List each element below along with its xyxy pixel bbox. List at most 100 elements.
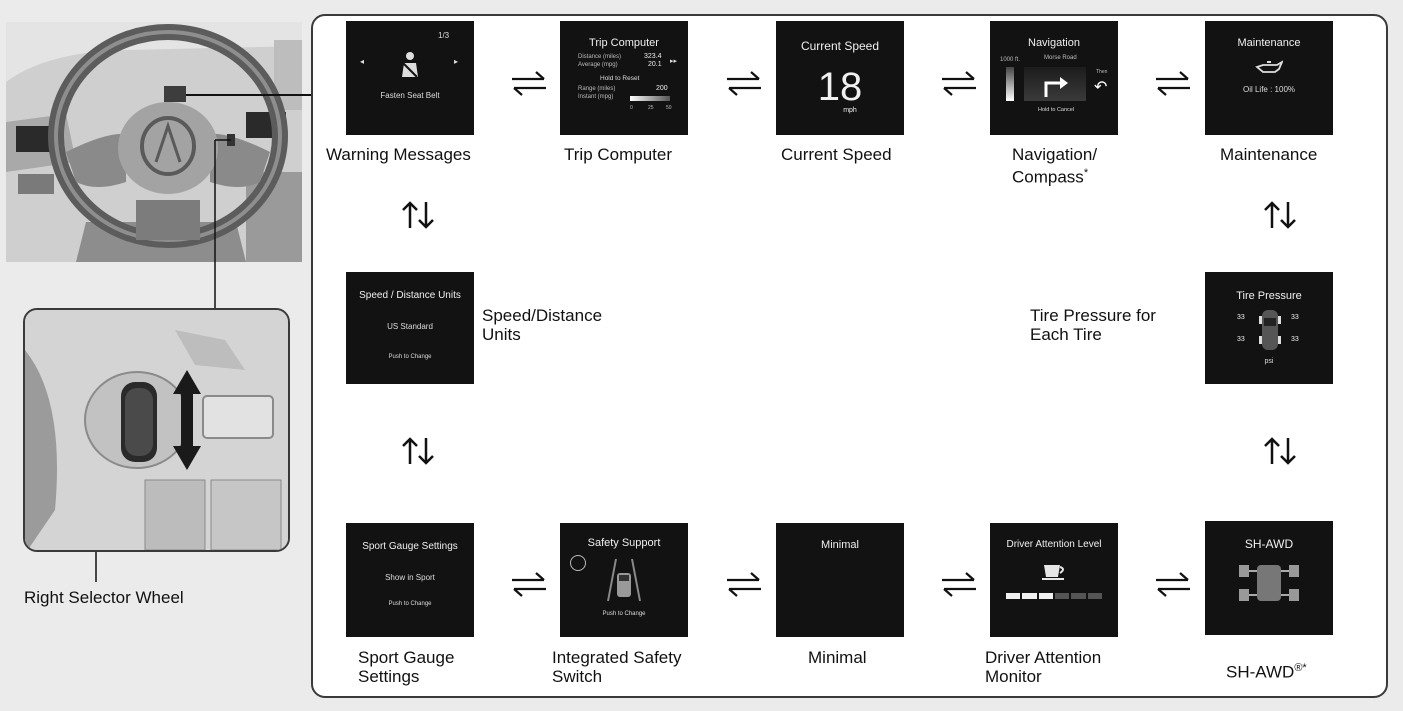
registered-footnote-mark: ®* (1294, 662, 1307, 674)
minimal-title: Minimal (821, 539, 859, 551)
attention-segment (1071, 593, 1086, 599)
average-label: Average (mpg) (578, 62, 618, 68)
attention-segment (1006, 593, 1021, 599)
units-title: Speed / Distance Units (359, 290, 461, 301)
caption-minimal: Minimal (808, 648, 867, 667)
safety-title: Safety Support (587, 537, 661, 549)
caption-tire-line2: Each Tire (1030, 325, 1102, 344)
screen-current-speed: Current Speed 18 mph (776, 21, 904, 135)
right-arrow-icon: ▸ (454, 57, 459, 66)
caption-sport-gauge-settings: Sport Gauge Settings (358, 648, 454, 686)
swap-vertical-icon (1264, 437, 1296, 465)
distance-label: Distance (miles) (578, 54, 622, 60)
car-rear-icon (607, 558, 641, 602)
selector-wheel-caption: Right Selector Wheel (24, 588, 184, 607)
swap-horizontal-icon (942, 572, 976, 597)
screen-tire-pressure: Tire Pressure 33 33 33 33 psi (1205, 272, 1333, 384)
awd-chassis-icon (1239, 565, 1299, 601)
hold-reset-label: Hold to Reset (600, 75, 640, 82)
nav-road: Morse Road (1044, 55, 1077, 61)
attention-segment (1022, 593, 1037, 599)
caption-sport-line1: Sport Gauge (358, 648, 455, 667)
page-indicator: 1/3 (438, 31, 450, 40)
scale-mid: 25 (648, 105, 654, 111)
swap-horizontal-icon (727, 71, 761, 96)
awd-title: SH-AWD (1244, 537, 1294, 551)
caption-attention-line2: Monitor (985, 667, 1042, 686)
tire-rear-left: 33 (1237, 336, 1245, 343)
screen-minimal: Minimal (776, 523, 904, 637)
swap-vertical-icon (1264, 201, 1296, 229)
swap-horizontal-icon (1156, 71, 1190, 96)
average-value: 20.1 (648, 61, 662, 68)
caption-speed-distance-units: Speed/Distance Units (482, 306, 602, 344)
nav-distance: 1000 ft. (1000, 57, 1021, 63)
u-turn-icon: ↶ (1094, 79, 1108, 96)
turn-right-icon (1044, 77, 1068, 97)
left-arrow-icon: ◂ (360, 57, 365, 66)
speed-value: 18 (817, 65, 863, 109)
swap-horizontal-icon (512, 71, 546, 96)
attention-level-bar (1006, 593, 1102, 599)
oil-can-icon (1255, 60, 1283, 73)
attention-title: Driver Attention Level (1006, 539, 1102, 550)
caption-safety-line2: Switch (552, 667, 603, 686)
speed-title: Current Speed (800, 39, 880, 53)
oil-life: Oil Life : 100% (1242, 85, 1296, 94)
right-arrow-icon: ▸▸ (670, 58, 678, 65)
caption-safety-line1: Integrated Safety (552, 648, 682, 667)
tire-title: Tire Pressure (1236, 290, 1302, 302)
seatbelt-icon (402, 52, 418, 78)
selector-wheel-closeup (23, 308, 290, 552)
instant-label: Instant (mpg) (578, 94, 614, 100)
tire-rear-right: 33 (1291, 336, 1299, 343)
tire-front-left: 33 (1237, 314, 1245, 321)
nav-hold: Hold to Cancel (1038, 107, 1075, 113)
distance-bar (1006, 67, 1014, 101)
car-top-icon (1259, 310, 1281, 350)
screen-safety-support: Safety Support Push to Change (560, 523, 688, 637)
sport-title: Sport Gauge Settings (362, 541, 458, 552)
caption-sh-awd: SH-AWD®* (1226, 659, 1307, 682)
units-value: US Standard (387, 322, 433, 331)
swap-vertical-icon (402, 437, 434, 465)
caption-tire-pressure: Tire Pressure for Each Tire (1030, 306, 1156, 344)
caption-navigation-line1: Navigation/ (1012, 145, 1098, 164)
swap-horizontal-icon (727, 572, 761, 597)
swap-horizontal-icon (512, 572, 546, 597)
screen-warning-messages: 1/3 ◂ ▸ Fasten Seat Belt (346, 21, 474, 135)
screen-trip-computer: Trip Computer Distance (miles) 323.4 Ave… (560, 21, 688, 135)
units-push: Push to Change (388, 354, 432, 360)
sport-value: Show in Sport (385, 573, 435, 582)
coffee-cup-icon (1042, 565, 1064, 580)
swap-horizontal-icon (942, 71, 976, 96)
caption-sport-line2: Settings (358, 667, 420, 686)
caption-units-line2: Units (482, 325, 521, 344)
range-value: 200 (656, 85, 668, 92)
nav-title: Navigation (1028, 37, 1080, 49)
screen-sh-awd: SH-AWD (1205, 521, 1333, 635)
range-label: Range (miles) (578, 86, 616, 92)
sport-push: Push to Change (388, 601, 432, 607)
distance-value: 323.4 (644, 53, 662, 60)
caption-current-speed: Current Speed (781, 145, 892, 164)
swap-vertical-icon (402, 201, 434, 229)
scale-min: 0 (630, 105, 633, 111)
caption-navigation-line2: Compass (1012, 167, 1084, 187)
attention-segment (1087, 593, 1102, 599)
attention-segment (1054, 593, 1070, 599)
screen-maintenance: Maintenance Oil Life : 100% (1205, 21, 1333, 135)
caption-maintenance: Maintenance (1220, 145, 1318, 164)
instant-bar (630, 96, 670, 101)
caption-trip-computer: Trip Computer (564, 145, 673, 164)
safety-switch-icon (570, 555, 586, 571)
attention-segment (1038, 593, 1053, 599)
screen-speed-distance-units: Speed / Distance Units US Standard Push … (346, 272, 474, 384)
screen-navigation: Navigation 1000 ft. Morse Road Then ↶ Ho… (990, 21, 1118, 135)
warning-text: Fasten Seat Belt (380, 91, 440, 100)
caption-warning-messages: Warning Messages (326, 145, 471, 164)
screen-sport-gauge-settings: Sport Gauge Settings Show in Sport Push … (346, 523, 474, 637)
screen-driver-attention: Driver Attention Level (990, 523, 1118, 637)
caption-driver-attention: Driver Attention Monitor (985, 648, 1101, 686)
caption-units-line1: Speed/Distance (482, 306, 603, 325)
